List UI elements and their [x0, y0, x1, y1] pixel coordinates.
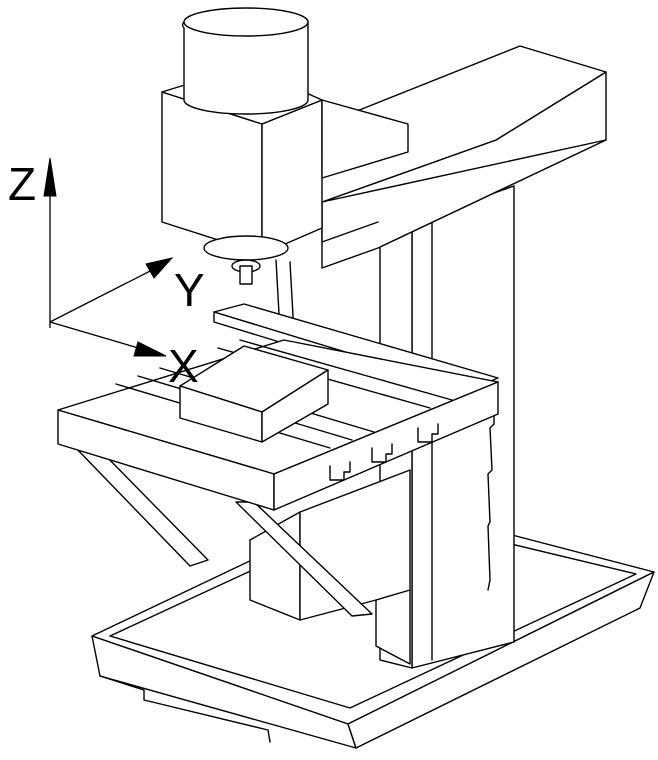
- x-axis-line: [49, 321, 153, 353]
- y-axis-line: [49, 265, 161, 323]
- spindle-motor: [181, 7, 309, 115]
- y-arrow-head: [145, 257, 174, 279]
- axis-indicator: Z Y X: [8, 157, 205, 392]
- x-axis-label: X: [168, 340, 199, 392]
- y-axis-label: Y: [174, 264, 205, 316]
- z-arrow-head: [43, 157, 57, 197]
- x-arrow-head: [133, 341, 167, 357]
- z-axis-label: Z: [8, 158, 36, 210]
- saddle: [249, 469, 411, 665]
- workpiece: [179, 345, 329, 443]
- spindle-nose: [203, 235, 295, 335]
